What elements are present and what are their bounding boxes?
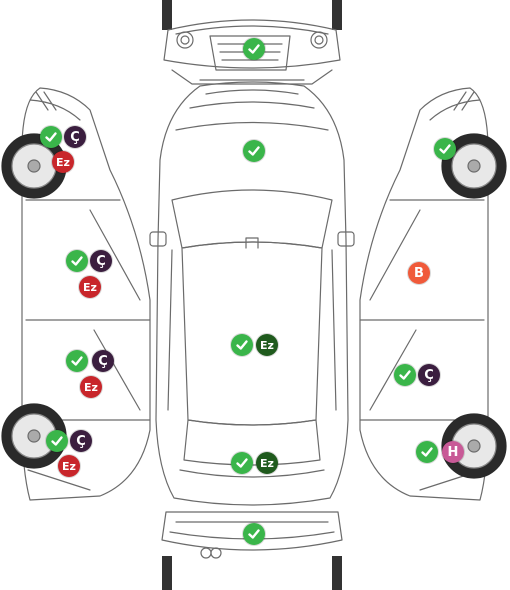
check-icon[interactable]	[434, 138, 456, 160]
c-badge[interactable]: Ç	[418, 364, 440, 386]
check-icon[interactable]	[231, 452, 253, 474]
car-top-drawing	[149, 81, 355, 506]
ez-badge[interactable]: Ez	[256, 452, 278, 474]
c-badge[interactable]: Ç	[70, 430, 92, 452]
ez-badge[interactable]: Ez	[52, 151, 74, 173]
check-icon[interactable]	[394, 364, 416, 386]
check-icon[interactable]	[243, 38, 265, 60]
ez-badge[interactable]: Ez	[79, 276, 101, 298]
h-badge[interactable]: H	[442, 441, 464, 463]
c-badge[interactable]: Ç	[92, 350, 114, 372]
check-icon[interactable]	[243, 523, 265, 545]
check-icon[interactable]	[66, 250, 88, 272]
check-icon[interactable]	[40, 126, 62, 148]
ez-badge[interactable]: Ez	[58, 455, 80, 477]
left-side-drawing	[1, 87, 151, 501]
ez-badge[interactable]: Ez	[80, 376, 102, 398]
ez-badge[interactable]: Ez	[256, 334, 278, 356]
c-badge[interactable]: Ç	[90, 250, 112, 272]
check-icon[interactable]	[243, 140, 265, 162]
right-side-drawing	[359, 87, 507, 501]
b-badge[interactable]: B	[408, 262, 430, 284]
c-badge[interactable]: Ç	[64, 126, 86, 148]
check-icon[interactable]	[231, 334, 253, 356]
check-icon[interactable]	[416, 441, 438, 463]
check-icon[interactable]	[66, 350, 88, 372]
check-icon[interactable]	[46, 430, 68, 452]
